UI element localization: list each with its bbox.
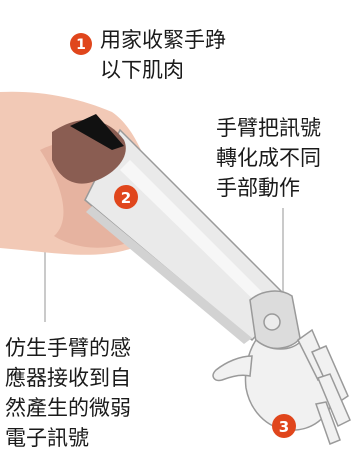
callout-1-line-1: 用家收緊手踭 bbox=[100, 28, 226, 52]
callout-3-text: 手臂把訊號 轉化成不同 手部動作 bbox=[216, 113, 321, 203]
badge-2: 2 bbox=[114, 185, 138, 209]
callout-3-line-3: 手部動作 bbox=[216, 176, 300, 200]
callout-2-line-1: 仿生手臂的感 bbox=[5, 336, 131, 360]
badge-1: 1 bbox=[70, 33, 92, 55]
callout-3-line-1: 手臂把訊號 bbox=[216, 116, 321, 140]
badge-1-number: 1 bbox=[76, 37, 86, 53]
finger-little bbox=[315, 401, 341, 445]
badge-3: 3 bbox=[272, 414, 296, 438]
sensor-tip bbox=[70, 114, 124, 150]
forearm-shadow bbox=[86, 206, 252, 344]
callout-2-text: 仿生手臂的感 應器接收到自 然產生的微弱 電子訊號 bbox=[5, 333, 131, 453]
finger-ring bbox=[316, 373, 351, 428]
forearm-highlight bbox=[120, 160, 270, 308]
callout-2-line-2: 應器接收到自 bbox=[5, 366, 131, 390]
callout-1-line-2: 以下肌肉 bbox=[100, 58, 184, 82]
callout-3-line-2: 轉化成不同 bbox=[216, 146, 321, 170]
callout-2-line-3: 然產生的微弱 bbox=[5, 396, 131, 420]
callout-1-text: 用家收緊手踭 以下肌肉 bbox=[100, 25, 226, 85]
prosthetic-fingers bbox=[297, 328, 351, 445]
prosthetic-thumb bbox=[212, 355, 253, 382]
badge-2-number: 2 bbox=[121, 189, 131, 207]
callout-2-line-4: 電子訊號 bbox=[5, 426, 89, 450]
wrist-screw bbox=[263, 313, 281, 331]
badge-3-number: 3 bbox=[279, 418, 289, 436]
